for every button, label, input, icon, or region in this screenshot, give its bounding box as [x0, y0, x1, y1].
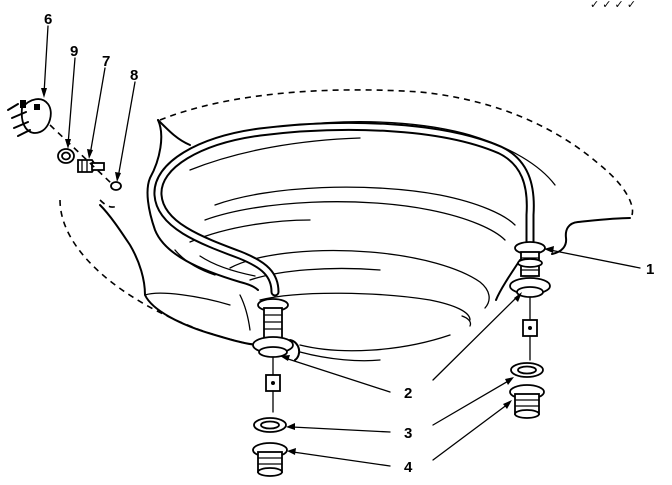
callout-9: 9	[70, 43, 78, 60]
washer-left	[253, 417, 287, 433]
nut-right	[509, 384, 545, 419]
callout-7: 7	[102, 53, 110, 70]
callout-2: 2	[404, 385, 412, 402]
callout-1: 1	[646, 261, 654, 278]
leader-lines	[41, 25, 641, 467]
right-terminal-assembly	[509, 241, 551, 361]
gasket-9	[57, 148, 75, 164]
washer-right	[510, 362, 544, 378]
callout-6: 6	[44, 11, 52, 28]
callout-3: 3	[404, 425, 412, 442]
clip-8	[110, 181, 122, 191]
callout-4: 4	[404, 459, 413, 476]
left-terminal-assembly	[252, 298, 301, 413]
callout-8: 8	[130, 67, 138, 84]
nut-left	[252, 442, 288, 477]
thermostat	[7, 98, 52, 137]
heating-element-tube	[153, 121, 535, 297]
tub-walls	[99, 119, 631, 362]
header-fragment: ✓ ✓ ✓ ✓	[590, 0, 636, 11]
assembly-path	[49, 124, 113, 185]
retainer-7	[77, 159, 105, 173]
